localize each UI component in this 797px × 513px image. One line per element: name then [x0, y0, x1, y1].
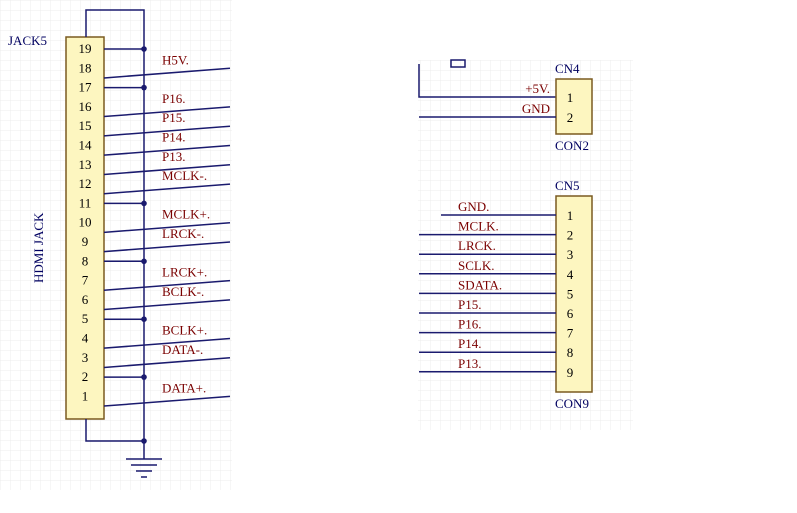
jack5-pin-number: 4 — [82, 331, 89, 346]
cn5-pin-number: 4 — [567, 267, 574, 282]
jack5-designator: JACK5 — [8, 33, 47, 48]
cn5-comment: CON9 — [555, 396, 589, 411]
cn5-pin-number: 2 — [567, 228, 574, 243]
jack5-net-wire — [103, 279, 231, 291]
jack5-net-wire — [103, 241, 231, 253]
jack5-net-label: DATA+. — [162, 380, 206, 395]
jack5-pin-number: 6 — [82, 292, 89, 307]
jack5-net-label: H5V. — [162, 52, 189, 67]
jack5-pin-number: 2 — [82, 369, 89, 384]
grid-area-right — [418, 60, 633, 430]
jack5-net-label: LRCK-. — [162, 226, 204, 241]
jack5-pin-number: 17 — [79, 80, 93, 95]
cn4-net-label: GND — [522, 101, 550, 116]
cn5-body — [555, 195, 593, 393]
jack5-comment: HDMI JACK — [31, 212, 46, 283]
cn5-net-label: P13. — [458, 356, 481, 371]
jack5-net-label: P15. — [162, 110, 185, 125]
jack5-pin-number: 7 — [82, 273, 89, 288]
jack5-pin-number: 8 — [82, 253, 89, 268]
cn5-net-label: GND. — [458, 199, 489, 214]
jack5-net-label: P13. — [162, 149, 185, 164]
jack5-pin-number: 14 — [79, 138, 93, 153]
cn5-pin-number: 6 — [567, 306, 574, 321]
jack5-pin-number: 5 — [82, 311, 89, 326]
jack5-net-wire — [103, 395, 231, 407]
jack5-net-wire — [103, 183, 231, 195]
cn5-pin-number: 7 — [567, 326, 574, 341]
jack5-net-wire — [103, 299, 231, 311]
jack5-pin-number: 15 — [79, 118, 92, 133]
jack5-shield-top-wire — [85, 9, 145, 49]
jack5-net-label: MCLK+. — [162, 207, 210, 222]
jack5-net-wire — [103, 337, 231, 349]
cn5-pin-number: 1 — [567, 208, 574, 223]
jack5-net-wire — [103, 125, 231, 137]
jack5-net-wire — [103, 164, 231, 176]
jack5-pin-number: 19 — [79, 41, 92, 56]
cn5-designator: CN5 — [555, 178, 580, 193]
jack5-pin-number: 3 — [82, 350, 89, 365]
jack5-pin-group: 1918H5V.1716P16.15P15.14P14.13P13.12MCLK… — [79, 41, 211, 403]
jack5-net-wire — [103, 144, 231, 156]
jack5-pin-number: 10 — [79, 215, 92, 230]
cn4-comment: CON2 — [555, 138, 589, 153]
jack5-net-wire — [103, 67, 231, 79]
cn5-pin-number: 8 — [567, 345, 574, 360]
jack5-net-label: DATA-. — [162, 342, 203, 357]
cn5-net-label: MCLK. — [458, 219, 499, 234]
cn5-connector[interactable]: CN5 CON9 1 GND. 2 MCLK. 3 LRCK. 4 SCLK. 5 SDATA. 6… — [419, 178, 593, 411]
jack5-net-label: P14. — [162, 130, 185, 145]
jack5-net-label: BCLK-. — [162, 284, 204, 299]
jack5-connector[interactable]: JACK5 HDMI JACK 1918H5V.1716P16.15P15.14… — [8, 9, 231, 478]
cn5-net-label: P16. — [458, 317, 481, 332]
jack5-pin-number: 11 — [79, 195, 92, 210]
jack5-pin-number: 16 — [79, 99, 93, 114]
jack5-pin-number: 9 — [82, 234, 89, 249]
cn5-net-label: SCLK. — [458, 258, 494, 273]
cn5-net-label: P15. — [458, 297, 481, 312]
jack5-net-wire — [103, 357, 231, 369]
cn5-pin-group: 1 GND. 2 MCLK. 3 LRCK. 4 SCLK. 5 SDATA. 6 P15. 7 P16.… — [419, 199, 574, 380]
cn4-partial-wire — [418, 64, 556, 98]
cn5-net-label: LRCK. — [458, 238, 496, 253]
jack5-pin-number: 12 — [79, 176, 92, 191]
ground-icon — [126, 441, 162, 478]
jack5-pin-number: 1 — [82, 388, 89, 403]
cn4-net-label: +5V. — [525, 81, 550, 96]
cn5-pin-number: 9 — [567, 365, 574, 380]
cn5-net-label: SDATA. — [458, 277, 502, 292]
cn5-pin-number: 3 — [567, 247, 574, 262]
jack5-net-label: BCLK+. — [162, 323, 207, 338]
jack5-wiring — [85, 9, 231, 478]
cn4-designator: CN4 — [555, 61, 580, 76]
cn5-pin-number: 5 — [567, 286, 574, 301]
cn4-pin-number: 1 — [567, 90, 574, 105]
cn4-connector[interactable]: CN4 CON2 1 +5V. 2 GND — [418, 59, 593, 153]
cn5-net-label: P14. — [458, 336, 481, 351]
cn4-pin-number: 2 — [567, 110, 574, 125]
jack5-pin-number: 18 — [79, 60, 92, 75]
cn4-pin-group: 1 +5V. 2 GND — [419, 81, 573, 125]
jack5-shield-bottom-wire — [85, 419, 144, 442]
jack5-body — [65, 36, 105, 420]
jack5-pin-number: 13 — [79, 157, 92, 172]
cn4-partial-stub — [450, 59, 466, 68]
cn4-body — [555, 78, 593, 135]
jack5-net-label: P16. — [162, 91, 185, 106]
jack5-net-label: MCLK-. — [162, 168, 207, 183]
jack5-net-wire — [103, 106, 231, 118]
jack5-net-label: LRCK+. — [162, 265, 207, 280]
jack5-net-wire — [103, 221, 231, 234]
